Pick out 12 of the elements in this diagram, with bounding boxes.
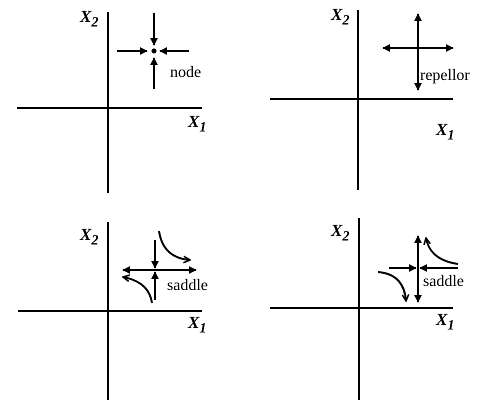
equilibrium-label: repellor: [420, 67, 470, 85]
axis-label: X$_{1}$: [188, 113, 206, 136]
axis-label: X$_{2}$: [80, 8, 98, 32]
equilibrium-label: saddle: [167, 277, 208, 295]
axis-label: X$_{2}$: [331, 6, 350, 30]
axis-label: X$_{1}$: [436, 311, 454, 334]
axis-label: X$_{2}$: [80, 226, 98, 250]
equilibrium-label: saddle: [423, 273, 464, 291]
equilibrium-label: node: [170, 64, 202, 82]
axis-label: X$_{1}$: [436, 121, 454, 144]
axis-label: X$_{2}$: [331, 222, 350, 246]
axis-label: X$_{1}$: [188, 314, 206, 338]
